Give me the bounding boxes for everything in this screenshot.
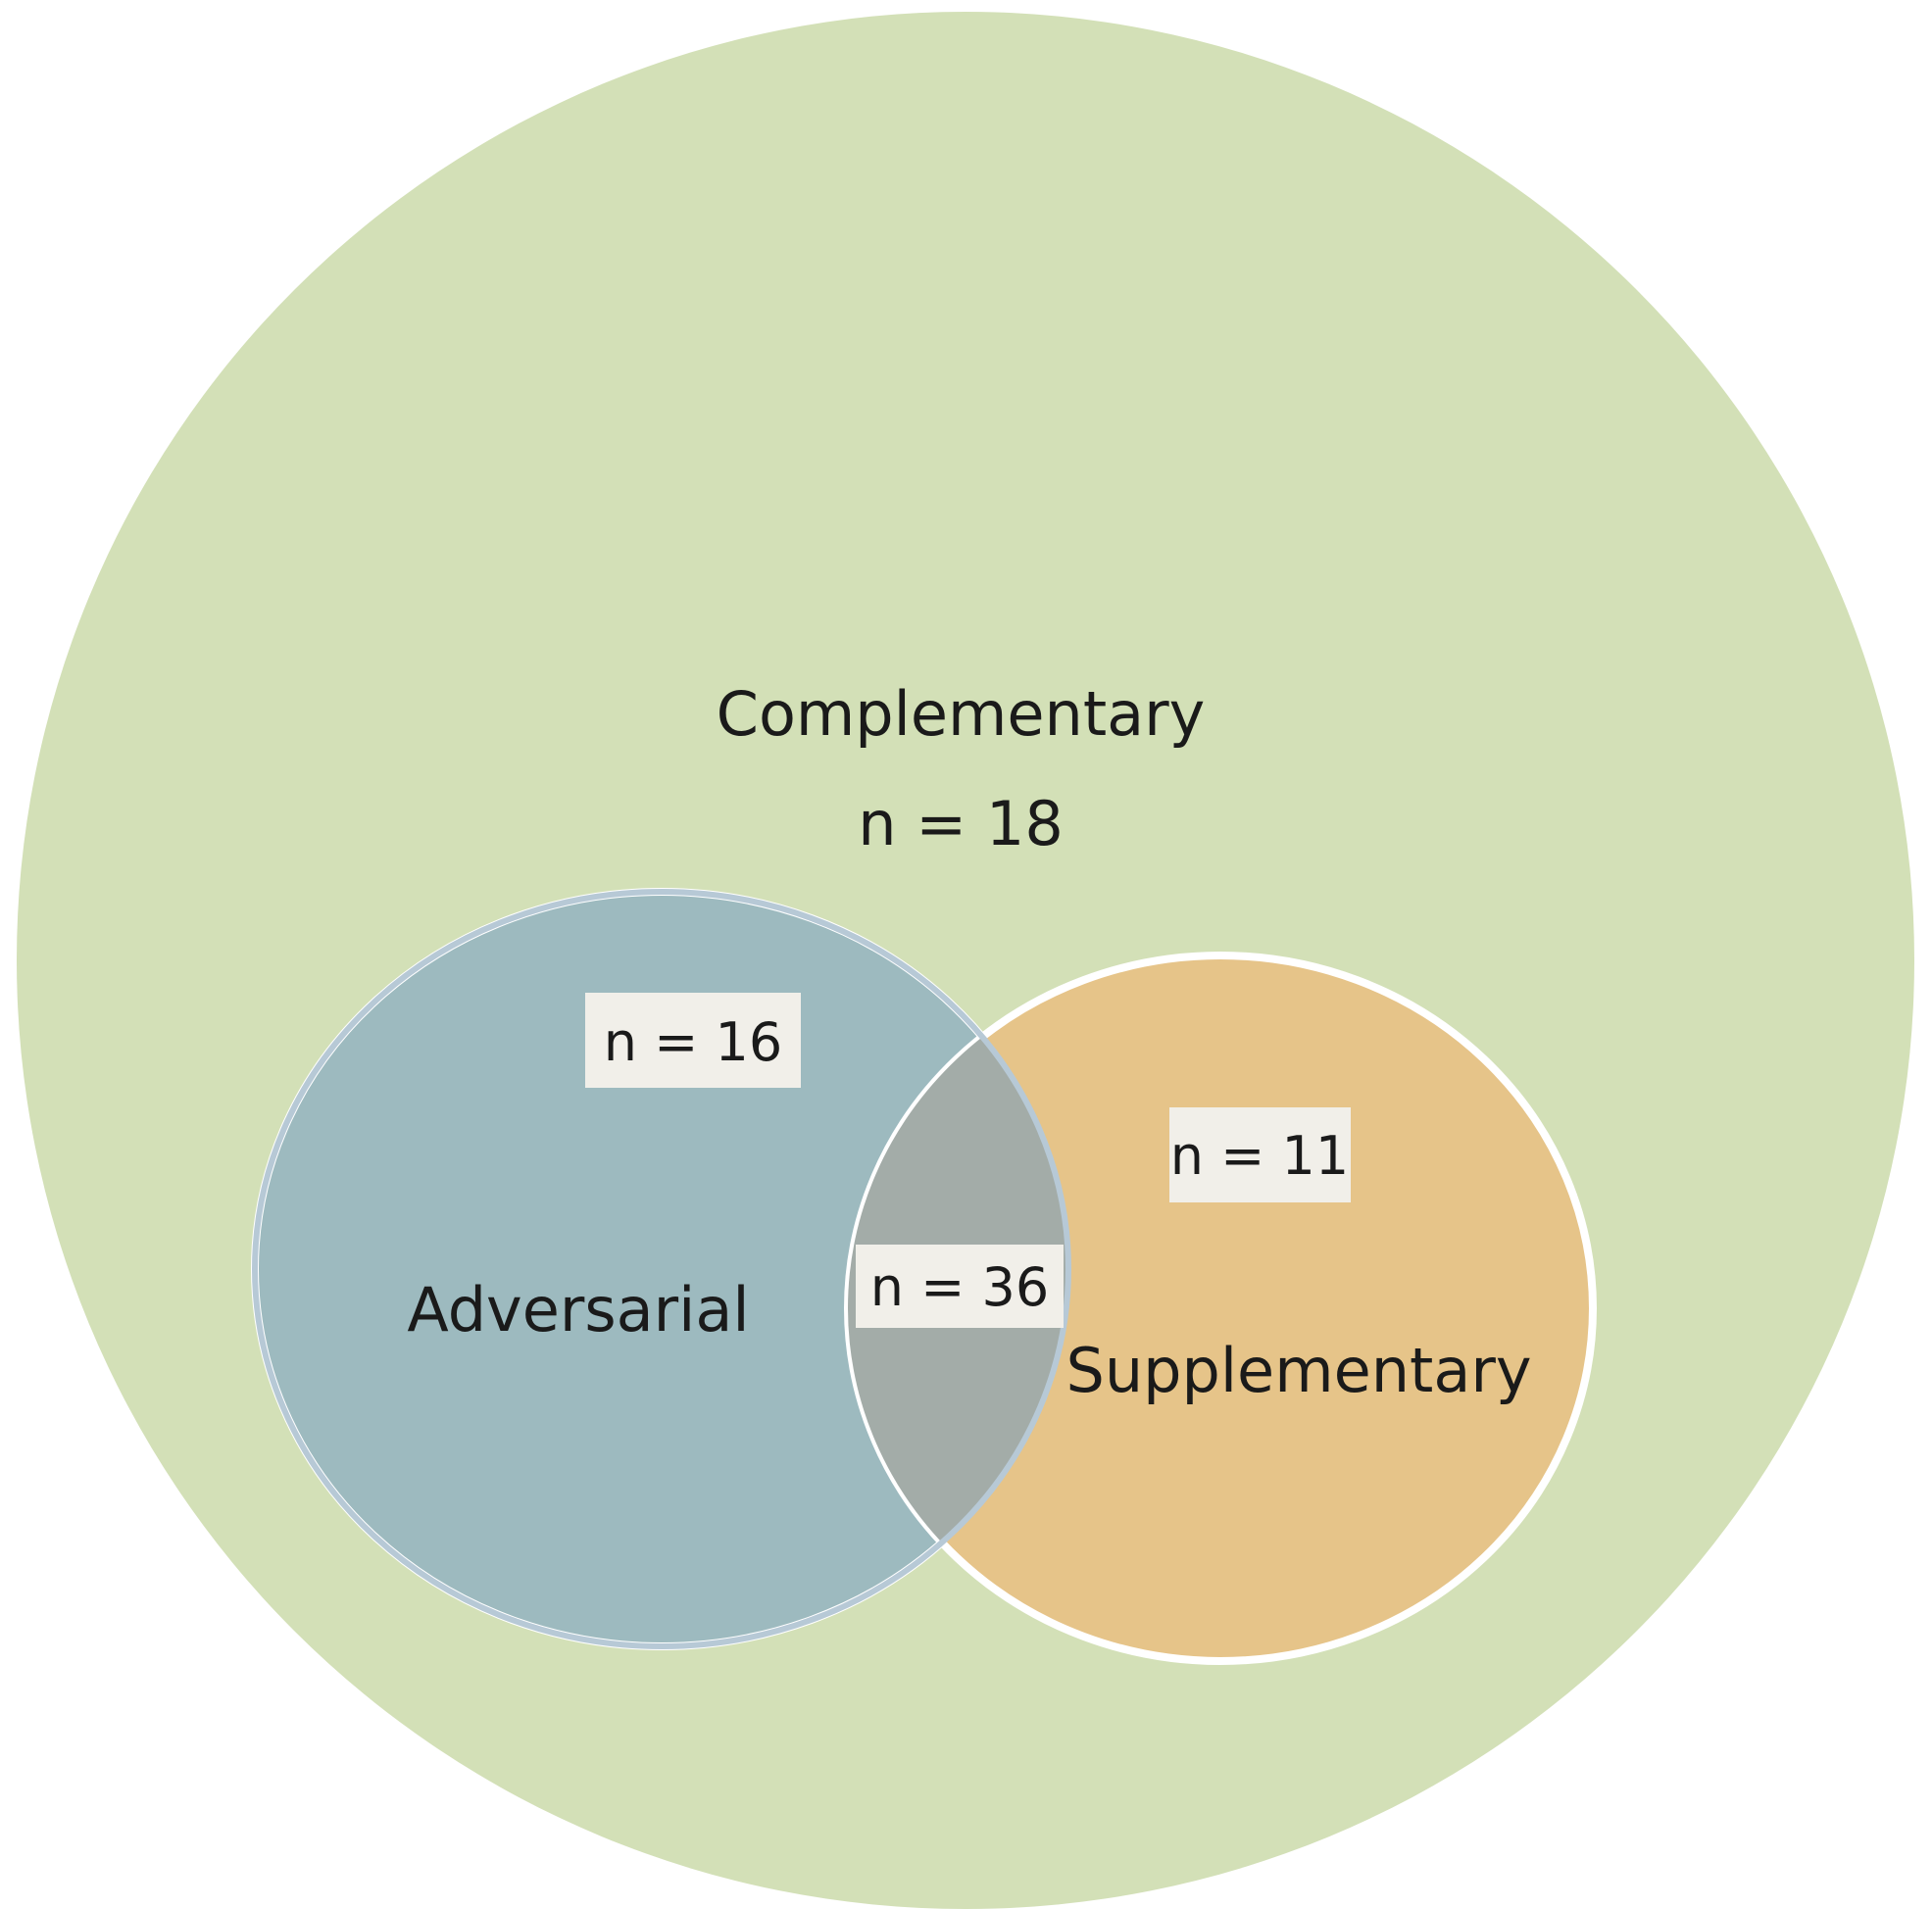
overlap-count: n = 36	[870, 1256, 1050, 1318]
supplementary-count-badge	[1169, 1107, 1351, 1202]
complementary-label: Complementary	[717, 678, 1206, 750]
adversarial-label: Adversarial	[407, 1274, 749, 1346]
overlap-count-badge	[856, 1245, 1064, 1328]
supplementary-label: Supplementary	[1065, 1335, 1531, 1406]
complementary-circle	[17, 12, 1914, 1909]
supplementary-count: n = 11	[1170, 1125, 1350, 1187]
complementary-count: n = 18	[858, 788, 1064, 859]
adversarial-count-badge	[585, 993, 801, 1088]
adversarial-count: n = 16	[604, 1011, 783, 1073]
adversarial-outline	[252, 889, 1071, 1649]
